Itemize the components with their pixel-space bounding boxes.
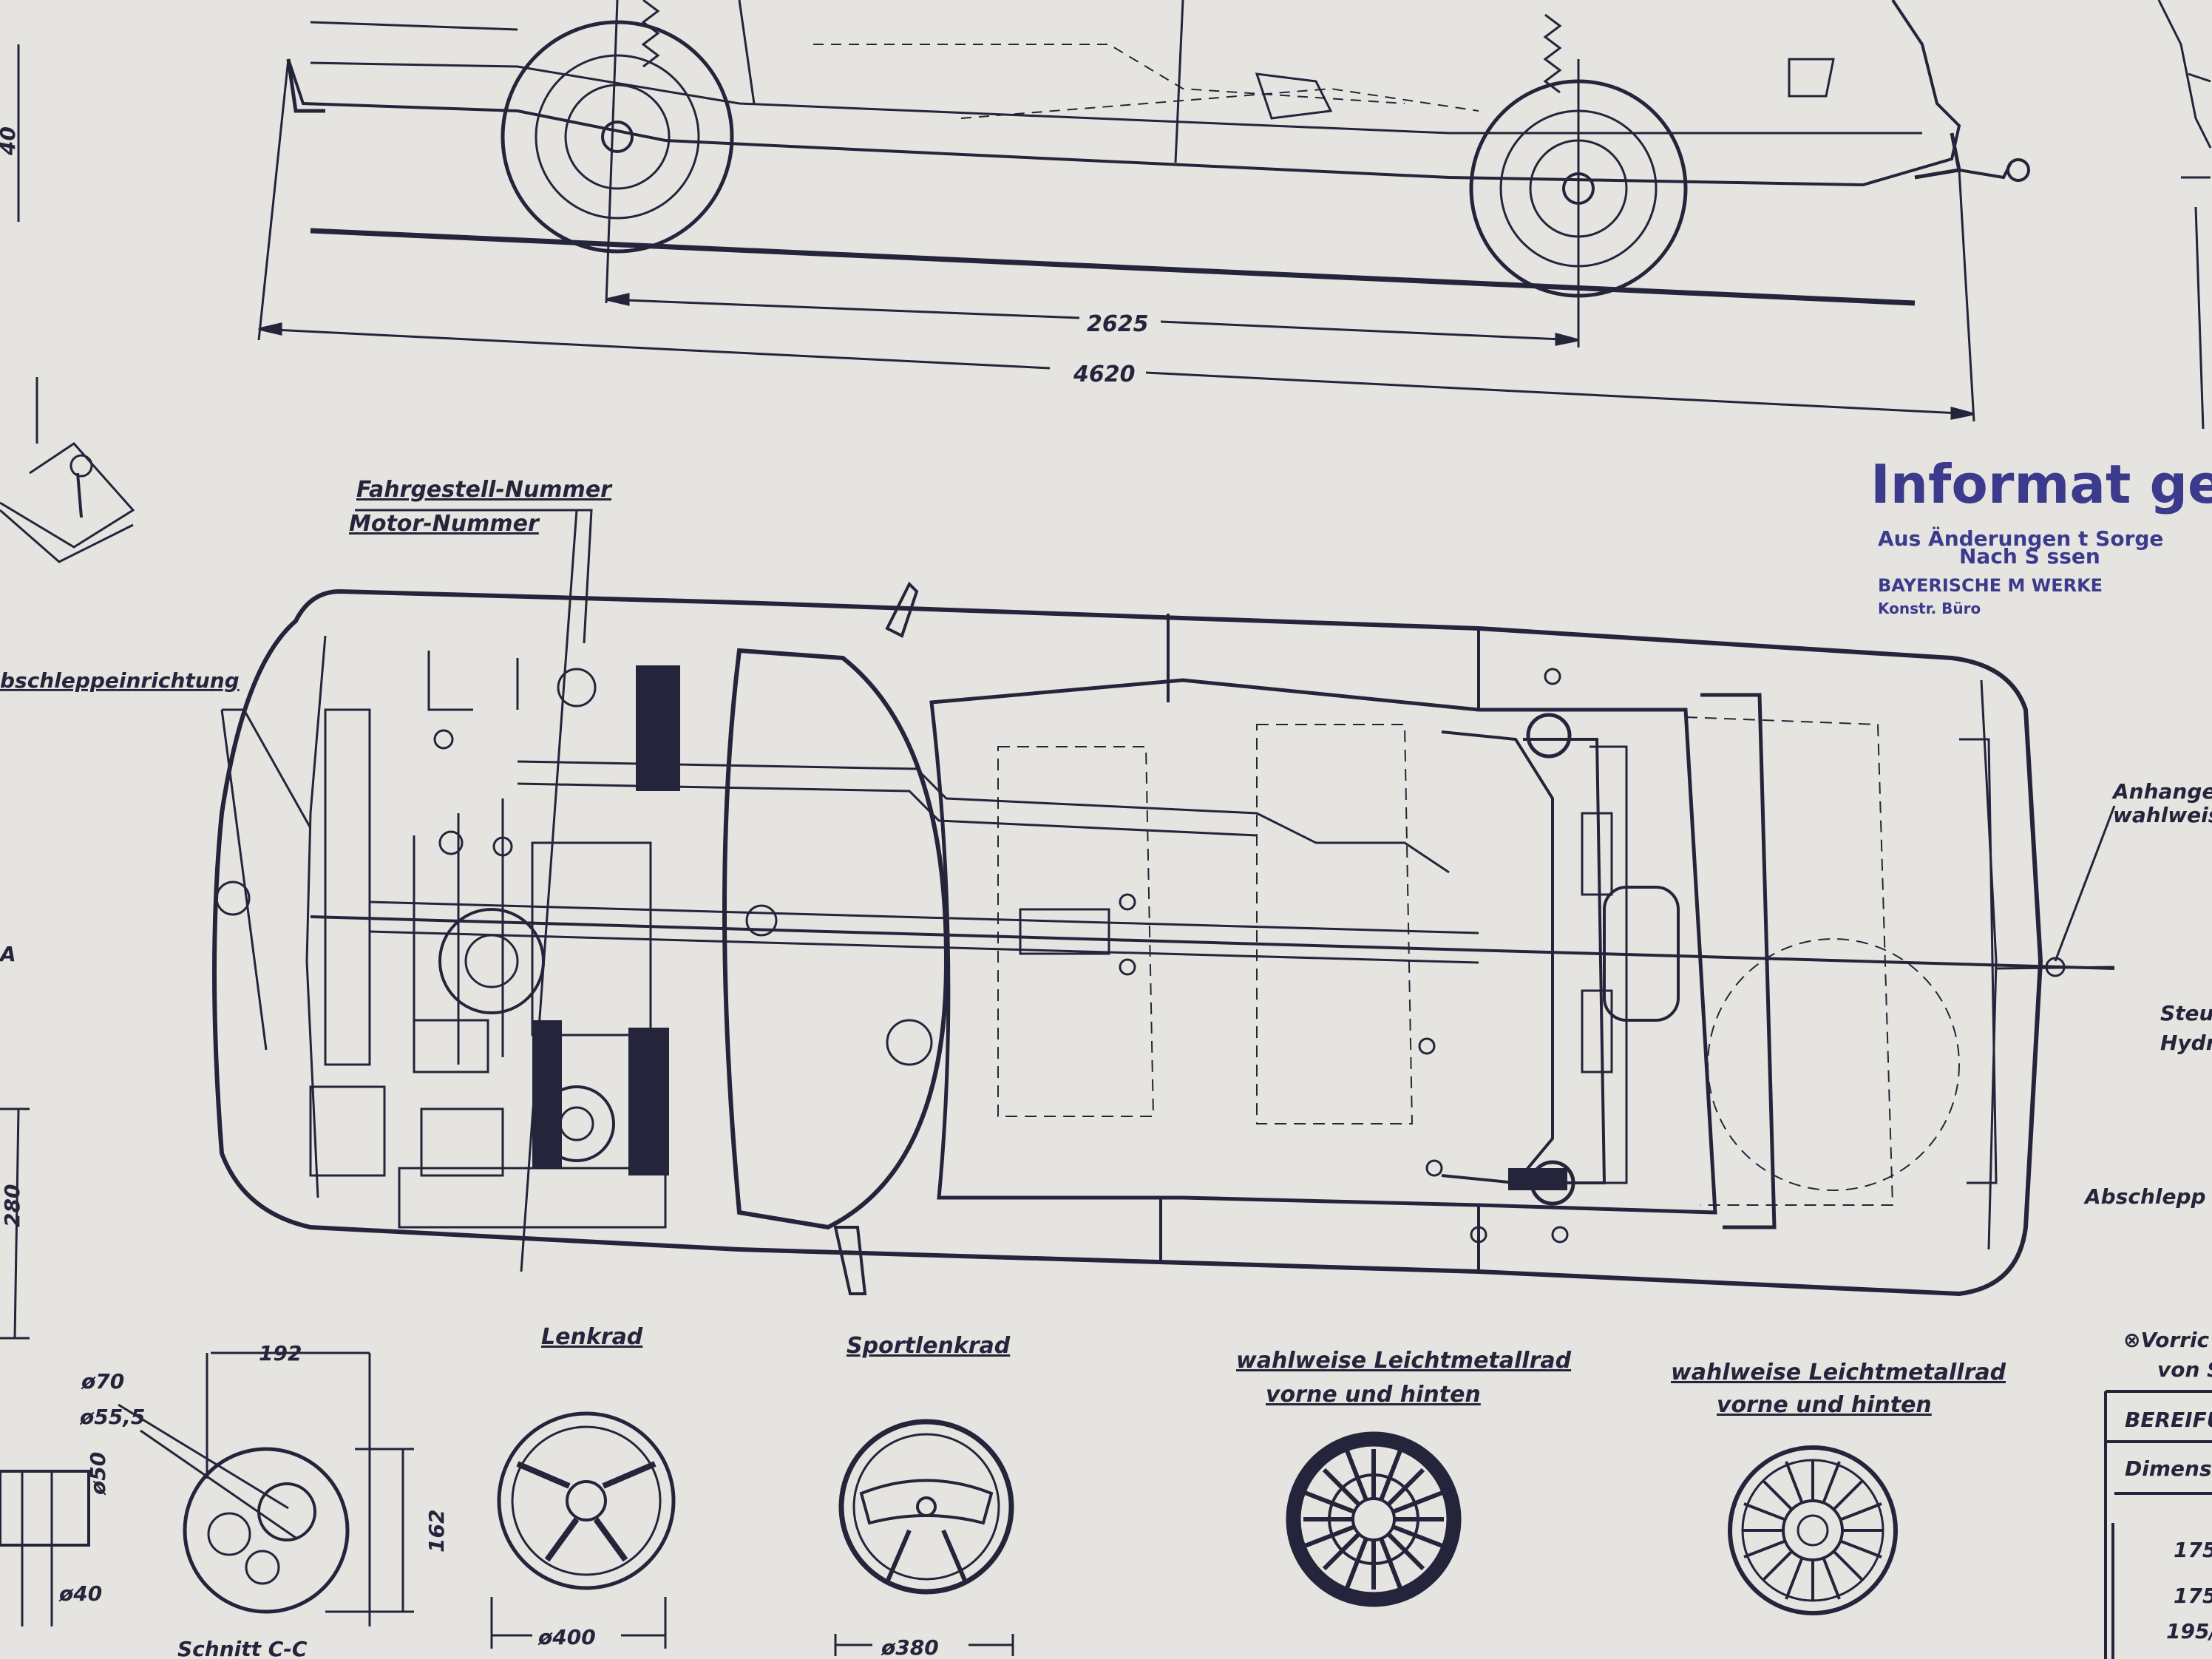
wheelbase-dim: 2625 — [1087, 311, 1149, 337]
sport-steering-wheel-drawing — [834, 1419, 1014, 1656]
steering-label-2: Hydr — [2160, 1031, 2212, 1055]
section-dia-40: ø40 — [58, 1581, 102, 1606]
top-view-drawing — [212, 581, 2115, 1297]
height-dim: 280 — [0, 1184, 24, 1227]
alloy-wheel-1-drawing — [1286, 1431, 1462, 1607]
sport-steering-wheel-label: Sportlenkrad — [847, 1333, 1011, 1359]
tire-table-subheader: Dimensi — [2125, 1456, 2212, 1481]
chassis-number-label: Fahrgestell-Nummer — [356, 477, 613, 503]
left-top-fragment: 40 — [0, 126, 20, 156]
steering-wheel-dia: ø400 — [537, 1625, 596, 1649]
alloy-wheel-2-label-1: wahlweise Leichtmetallrad — [1671, 1360, 2006, 1385]
tire-row-3: 195/70 — [2166, 1619, 2212, 1643]
tow-device-front-label: bschleppeinrichtung — [0, 668, 240, 693]
front-wheel-side — [501, 20, 734, 254]
tire-row-2: 175 SR — [2174, 1584, 2212, 1608]
sport-steering-wheel-dia: ø380 — [881, 1635, 939, 1659]
tire-table-header: BEREIFU — [2125, 1408, 2212, 1432]
steering-label-1: Steue — [2160, 1001, 2212, 1025]
trailer-hitch-label-2: wahlweise — [2113, 803, 2212, 827]
section-title: Schnitt C-C — [177, 1637, 308, 1659]
overall-length-dim: 4620 — [1073, 362, 1136, 387]
section-dia-70: ø70 — [81, 1369, 124, 1394]
tire-table — [2104, 1390, 2212, 1659]
alloy-wheel-1-label-2: vorne und hinten — [1266, 1382, 1481, 1408]
stamp-line1: Informat gebau — [1870, 453, 2212, 515]
engine-number-label: Motor-Nummer — [349, 511, 540, 537]
stamp-line5: Konstr. Büro — [1878, 600, 1981, 617]
section-cc-drawing — [0, 1351, 414, 1626]
section-dim-192: 192 — [259, 1341, 302, 1365]
section-dia-55: ø55,5 — [79, 1405, 145, 1429]
stamp-line2: Aus Änderungen t Sorge — [1878, 526, 2163, 551]
note-line-2: von S — [2157, 1357, 2212, 1382]
side-view-drawing — [0, 0, 2212, 563]
tow-device-rear-label: Abschlepp — [2083, 1184, 2206, 1209]
trailer-hitch-label-1: Anhangez — [2111, 779, 2212, 804]
stamp-line3: Nach S ssen — [1959, 544, 2100, 569]
stamp-line4: BAYERISCHE M WERKE — [1878, 575, 2103, 596]
steering-wheel-drawing — [490, 1411, 676, 1649]
note-line-1: ⊗Vorric — [2123, 1328, 2210, 1352]
tire-row-1: 175 HR — [2174, 1538, 2212, 1562]
section-dim-162: 162 — [424, 1510, 449, 1553]
leader-lines — [220, 509, 2116, 1272]
dimension-lines — [0, 44, 1975, 1340]
left-margin-letter: A — [0, 942, 16, 966]
alloy-wheel-2-label-2: vorne und hinten — [1717, 1392, 1932, 1418]
steering-wheel-label: Lenkrad — [541, 1324, 643, 1350]
alloy-wheel-2-drawing — [1728, 1445, 1898, 1615]
alloy-wheel-1-label-1: wahlweise Leichtmetallrad — [1236, 1348, 1572, 1374]
section-dia-50: ø50 — [86, 1452, 110, 1496]
approval-stamp: Informat gebau Aus Änderungen t Sorge Na… — [1870, 453, 2212, 617]
